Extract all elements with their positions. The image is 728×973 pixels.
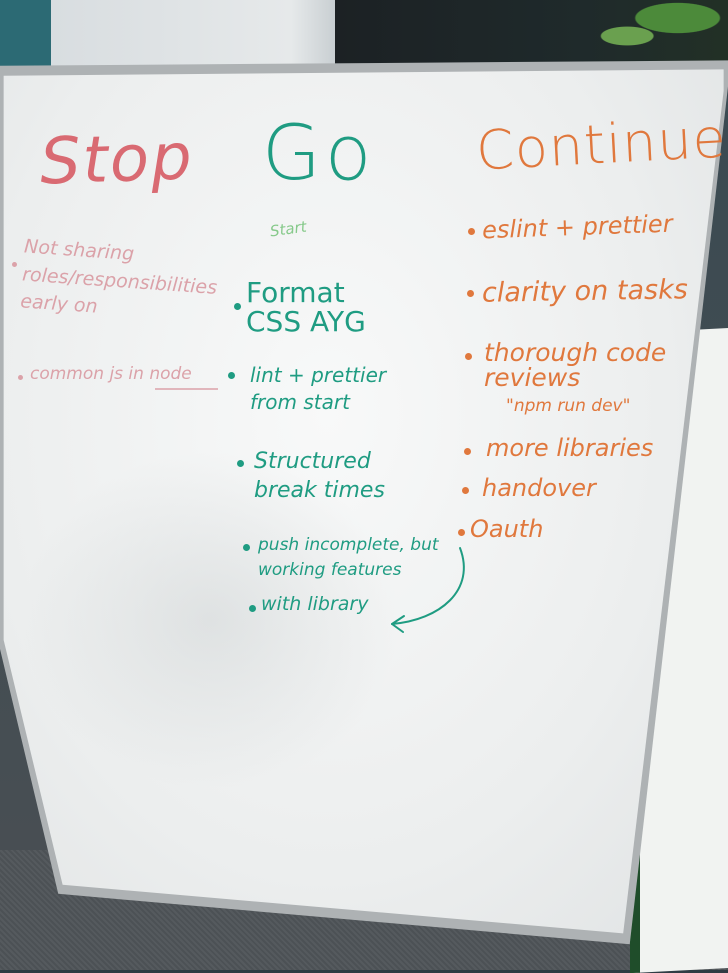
bullet-dot <box>243 544 250 551</box>
go-item-5: with library <box>261 593 369 615</box>
continue-heading: Continue <box>474 106 728 183</box>
bullet-dot <box>468 228 475 235</box>
continue-item-6: Oauth <box>470 515 544 543</box>
go-item-1: Format CSS AYG <box>246 276 366 339</box>
go-item-4: push incomplete, but working features <box>258 535 439 580</box>
erase-smudge <box>20 450 400 790</box>
go-item-2: lint + prettier from start <box>250 363 387 414</box>
bullet-dot <box>467 290 474 297</box>
stop-item-1: Not sharing roles/responsibilities early… <box>19 235 218 318</box>
bullet-dot <box>464 448 471 455</box>
stop-item-2: common js in node <box>30 364 192 384</box>
bullet-dot <box>458 529 465 536</box>
continue-item-3-note: "npm run dev" <box>506 396 631 416</box>
continue-item-2: clarity on tasks <box>481 274 689 309</box>
continue-item-3: thorough code reviews <box>484 338 667 392</box>
go-item-3: Structured break times <box>254 449 385 503</box>
stop-heading: Stop <box>38 120 195 200</box>
continue-item-5: handover <box>482 474 596 502</box>
bullet-dot <box>234 303 241 310</box>
bullet-dot <box>462 487 469 494</box>
whiteboard <box>3 69 724 934</box>
continue-item-1: eslint + prettier <box>481 209 674 245</box>
bullet-dot <box>228 372 235 379</box>
bullet-dot <box>237 460 244 467</box>
go-heading: Go <box>262 108 376 197</box>
bullet-dot <box>18 375 23 380</box>
plant-leaves <box>560 0 728 60</box>
bullet-dot <box>12 262 17 267</box>
bullet-dot <box>465 353 472 360</box>
bullet-dot <box>249 605 256 612</box>
continue-item-4: more libraries <box>486 434 654 462</box>
